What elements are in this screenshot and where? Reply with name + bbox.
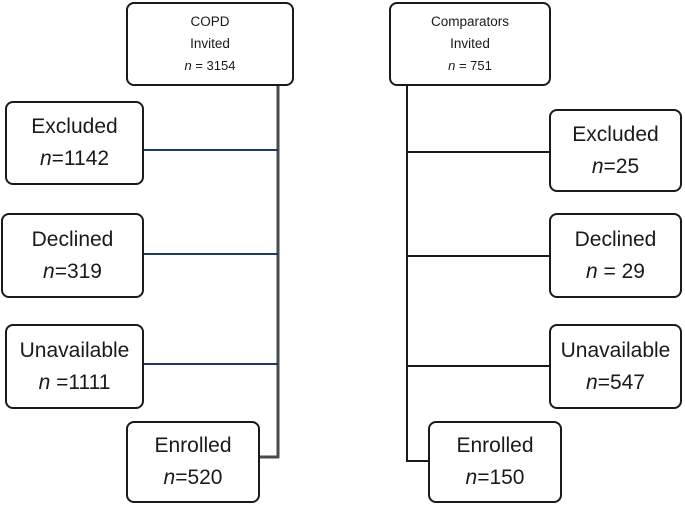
comparators-invited-box: Comparators Invited n = 751	[389, 2, 551, 86]
comparators-declined-label: Declined	[574, 227, 657, 251]
n-variable: n	[591, 154, 604, 178]
comparators-unavailable-count: n=547	[586, 367, 645, 399]
n-variable: n	[448, 58, 456, 73]
copd-excluded-box: Excluded n=1142	[5, 101, 144, 185]
n-variable: n	[465, 466, 478, 489]
n-variable: n	[184, 58, 192, 73]
comparators-enrolled-count: n=150	[466, 462, 525, 494]
comparators-excluded-label: Excluded	[572, 122, 659, 146]
count-value: = 3154	[191, 58, 236, 73]
comparators-excluded-box: Excluded n=25	[549, 109, 682, 192]
copd-unavailable-count: n =1111	[39, 367, 111, 399]
n-variable: n	[586, 259, 598, 283]
comparators-declined-box: Declined n = 29	[549, 213, 682, 298]
copd-invited-count: n = 3154	[185, 55, 236, 77]
comparators-invited-label: Invited	[450, 36, 490, 51]
comparators-declined-count: n = 29	[586, 256, 645, 288]
count-value: =547	[597, 370, 645, 394]
count-value: =520	[175, 466, 223, 489]
copd-declined-label: Declined	[31, 227, 114, 251]
count-value: =25	[603, 154, 640, 178]
n-variable: n	[38, 370, 51, 394]
n-variable: n	[163, 466, 176, 489]
copd-enrolled-count: n=520	[164, 462, 223, 494]
copd-invited-box: COPD Invited n = 3154	[126, 2, 294, 86]
count-value: = 29	[597, 259, 645, 283]
copd-declined-box: Declined n=319	[1, 213, 144, 298]
comparators-excluded-count: n=25	[592, 151, 639, 183]
copd-enrolled-box: Enrolled n=520	[126, 421, 260, 503]
n-variable: n	[43, 259, 55, 283]
copd-unavailable-box: Unavailable n =1111	[5, 324, 144, 409]
copd-invited-label: Invited	[190, 36, 230, 51]
copd-excluded-count: n=1142	[40, 143, 109, 175]
copd-unavailable-label: Unavailable	[19, 338, 130, 362]
copd-enrolled-label: Enrolled	[154, 434, 232, 457]
count-value: =1142	[51, 147, 110, 170]
copd-invited-title: COPD	[190, 14, 230, 29]
count-value: =1111	[50, 370, 111, 394]
count-value: =319	[54, 259, 102, 283]
comparators-enrolled-label: Enrolled	[456, 434, 534, 457]
comparators-enrolled-box: Enrolled n=150	[428, 421, 562, 503]
n-variable: n	[39, 147, 52, 170]
count-value: = 751	[455, 58, 492, 73]
comparators-unavailable-label: Unavailable	[560, 338, 671, 362]
copd-declined-count: n=319	[43, 256, 102, 288]
comparators-invited-count: n = 751	[448, 55, 492, 77]
comparators-invited-title: Comparators	[430, 14, 510, 29]
comparators-unavailable-box: Unavailable n=547	[549, 324, 682, 409]
n-variable: n	[586, 370, 598, 394]
count-value: =150	[477, 466, 525, 489]
copd-excluded-label: Excluded	[31, 115, 118, 138]
